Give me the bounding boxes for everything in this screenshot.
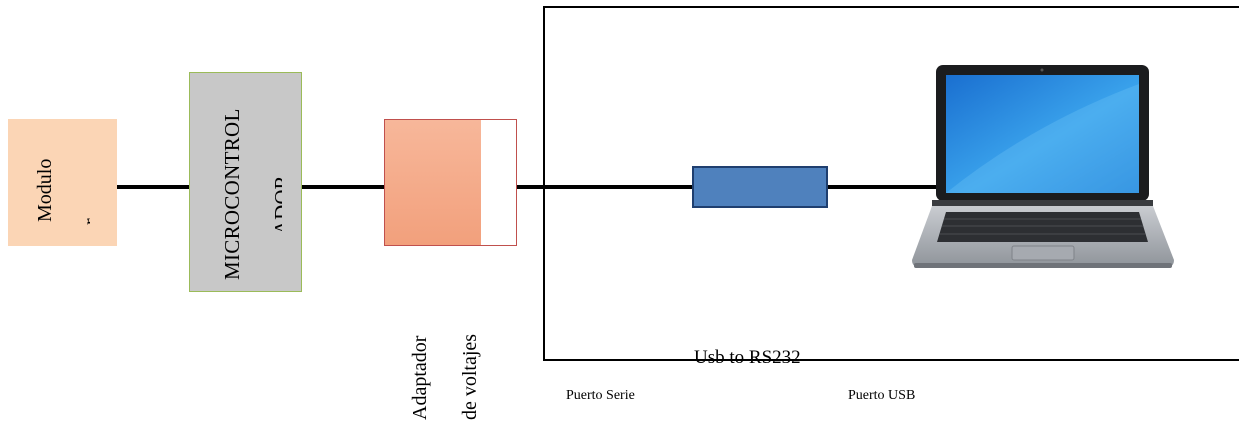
- usb-rs232-label: Usb to RS232: [694, 347, 801, 366]
- wire-usb-laptop: [828, 185, 940, 189]
- modulo-block: [8, 119, 117, 246]
- usb-rs232-block: [692, 166, 828, 208]
- microcontrolador-label: MICROCONTROL: [220, 108, 244, 280]
- modulo-label-cut: r: [80, 218, 90, 225]
- wire-modulo-micro: [117, 185, 189, 189]
- wire-adaptador-usb: [483, 185, 692, 189]
- adaptador-label-line2: de voltajes: [459, 333, 481, 420]
- microcontrolador-label-cut: ADOR: [270, 175, 282, 235]
- wire-micro-adaptador: [302, 185, 384, 189]
- puerto-serie-label: Puerto Serie: [566, 388, 635, 403]
- modulo-label: Modulo: [34, 158, 56, 222]
- pc-enclosure: [543, 6, 1239, 361]
- adaptador-label-line1: Adaptador: [409, 335, 431, 420]
- microcontrolador-block: [189, 72, 302, 292]
- laptop-icon: [912, 64, 1174, 272]
- puerto-usb-label: Puerto USB: [848, 388, 916, 403]
- adaptador-block: [384, 119, 517, 246]
- adaptador-fill: [385, 120, 481, 245]
